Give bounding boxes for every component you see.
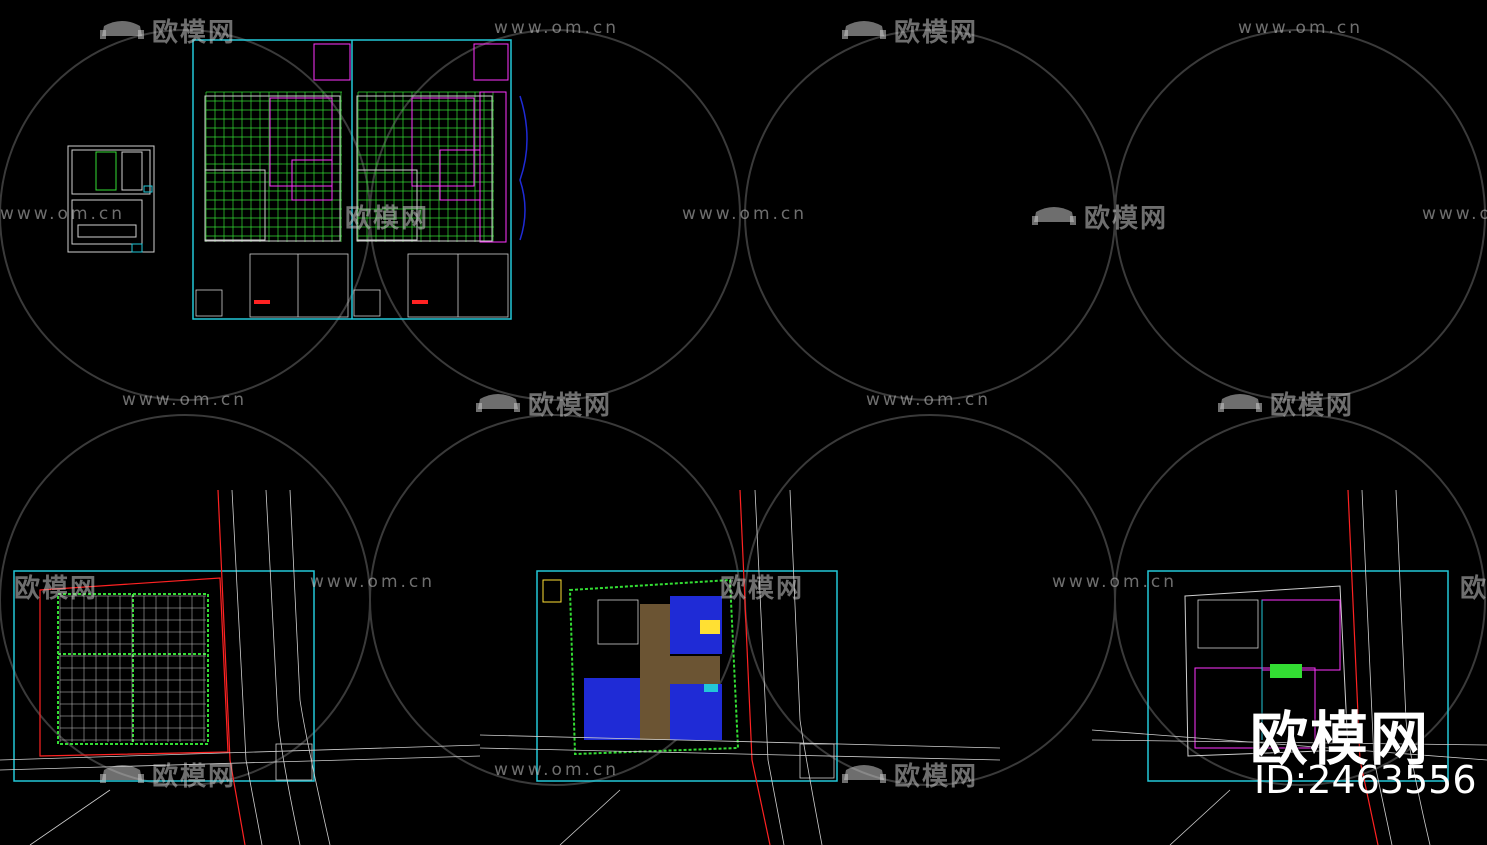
watermark-circles bbox=[0, 29, 1486, 786]
floor-plan-sheets bbox=[192, 39, 528, 320]
url-watermark: www.om.cn bbox=[494, 18, 620, 38]
sofa-logo-icon bbox=[98, 18, 146, 49]
brand-watermark: 欧模网 bbox=[98, 756, 236, 793]
url-watermark: www.om.cn bbox=[866, 390, 992, 410]
brand-watermark: 欧模网 bbox=[1030, 198, 1168, 235]
sofa-logo-icon bbox=[840, 762, 888, 793]
site-plan-1 bbox=[0, 489, 481, 845]
brand-watermark: 欧模网 bbox=[720, 574, 805, 604]
url-watermark: www.om.cn bbox=[122, 390, 248, 410]
brand-watermark: 欧模网 bbox=[98, 12, 236, 49]
asset-id-label: ID:2463556 bbox=[1254, 758, 1477, 802]
sofa-logo-icon bbox=[1030, 204, 1078, 235]
brand-watermark: 欧模网 bbox=[840, 756, 978, 793]
site-plan-3 bbox=[1091, 489, 1487, 845]
brand-logo-large: 欧模网 bbox=[1250, 705, 1431, 773]
brand-watermark: 欧模网 bbox=[1460, 574, 1487, 604]
url-watermark: www.om.cn bbox=[1238, 18, 1364, 38]
url-watermark: www.om.cn bbox=[1052, 572, 1178, 592]
url-watermark: www.om.cn bbox=[0, 204, 126, 224]
brand-watermark: 欧模网 bbox=[14, 574, 99, 604]
sofa-logo-icon bbox=[474, 391, 522, 422]
url-watermark: www.om.cn bbox=[682, 204, 808, 224]
sofa-logo-icon bbox=[840, 18, 888, 49]
brand-watermark: 欧模网 bbox=[840, 12, 978, 49]
site-plan-2 bbox=[479, 489, 1001, 845]
url-watermark: www.om.cn bbox=[310, 572, 436, 592]
sofa-logo-icon bbox=[98, 762, 146, 793]
sofa-logo-icon bbox=[1216, 391, 1264, 422]
small-detail-sheet bbox=[67, 145, 155, 253]
url-watermark: www.om.cn bbox=[1422, 204, 1487, 224]
brand-watermark: 欧模网 bbox=[345, 204, 430, 234]
brand-watermark: 欧模网 bbox=[474, 385, 612, 422]
url-watermark: www.om.cn bbox=[494, 760, 620, 780]
brand-watermark: 欧模网 bbox=[1216, 385, 1354, 422]
